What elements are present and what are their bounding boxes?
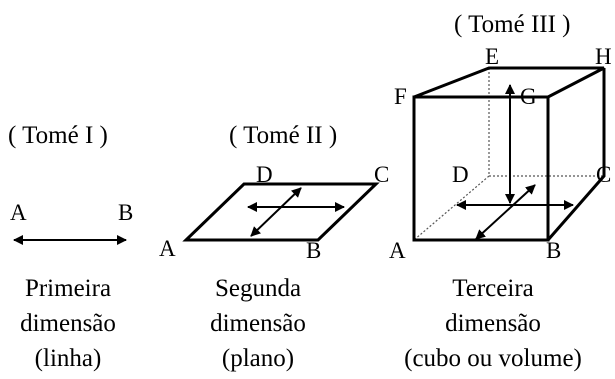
cube-right-edges [546,68,606,241]
cube-label-f: F [394,84,407,109]
plane-label-c: C [374,162,389,187]
caption-cube-2: dimensão [445,310,541,337]
cube-front-face [412,95,550,242]
cube-label-e: E [485,44,499,69]
cube-label-d: D [452,162,469,187]
caption-plane-1: Segunda [215,275,301,302]
cube-label-b: B [546,238,561,263]
plane-label-d: D [256,162,273,187]
panel-plane: ( Tomé II ) A B C D Segunda dimensão (pl… [159,122,389,372]
plane-label-a: A [159,236,176,261]
caption-plane-2: dimensão [210,310,306,337]
plane-label-b: B [306,238,321,263]
tag-tome-2: ( Tomé II ) [229,122,337,149]
cube-label-c: C [596,162,611,187]
caption-line-1: Primeira [25,275,111,302]
line-label-a: A [10,200,27,225]
caption-plane-3: (plano) [222,345,294,372]
tag-tome-1: ( Tomé I ) [8,122,108,149]
caption-cube-1: Terceira [452,275,534,302]
cube-label-h: H [595,44,612,69]
cube-label-g: G [520,84,537,109]
tag-tome-3: ( Tomé III ) [454,11,571,38]
plane-parallelogram [182,182,380,242]
plane-arrow-diagonal [250,187,302,237]
caption-cube-3: (cubo ou volume) [404,345,582,372]
cube-arrow-diagonal [475,184,536,240]
cube-label-a: A [389,238,406,263]
panel-line: ( Tomé I ) A B Primeira dimensão (linha) [8,122,133,372]
panel-cube: ( Tomé III ) A B C D E F G H Terceira di… [389,11,612,372]
caption-line-2: dimensão [20,310,116,337]
line-label-b: B [118,200,133,225]
caption-line-3: (linha) [35,345,102,372]
cube-top-edges [413,66,605,99]
